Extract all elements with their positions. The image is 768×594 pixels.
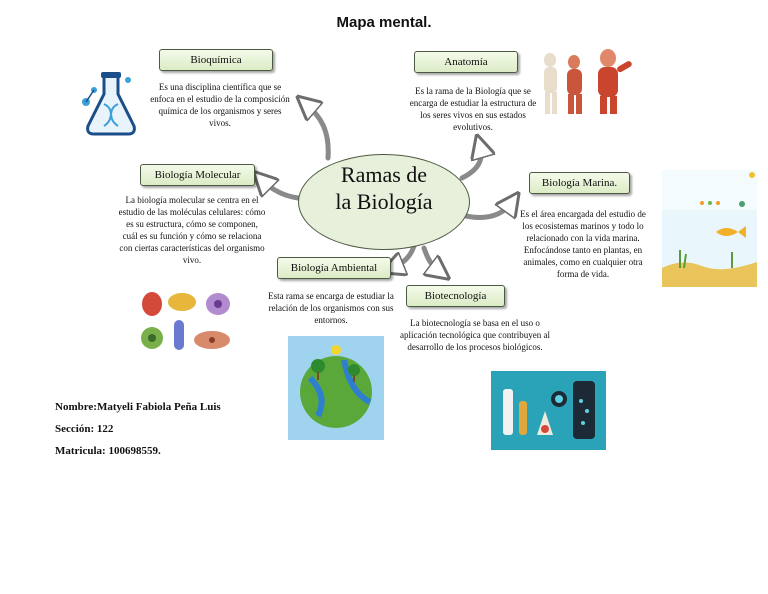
desc-biotecnologia: La biotecnología se basa en el uso o apl… — [400, 318, 550, 352]
arrow-to-bioquimica — [306, 104, 331, 161]
branch-bioquimica: Bioquímica — [159, 49, 273, 71]
desc-bioquimica: Es una disciplina científica que se enfo… — [150, 82, 290, 128]
arrow-to-biotecnologia — [421, 245, 440, 272]
branch-molecular: Biología Molecular — [140, 164, 255, 186]
branch-ambiental: Biología Ambiental — [277, 257, 391, 279]
desc-molecular: La biología molecular se centra en el es… — [118, 195, 266, 265]
arrow-to-anatomia — [459, 146, 481, 181]
biotech-lab-image — [491, 371, 606, 450]
center-node: Ramas de la Biología — [298, 154, 470, 250]
branch-biotecnologia: Biotecnología — [406, 285, 505, 307]
page-title: Mapa mental. — [336, 14, 432, 31]
branch-marina: Biología Marina. — [529, 172, 630, 194]
desc-ambiental: Esta rama se encarga de estudiar la rela… — [268, 291, 394, 325]
arrow-to-molecular — [262, 180, 301, 201]
student-id: Matricula: 100698559. — [55, 445, 161, 457]
cells-image — [141, 292, 230, 350]
student-section: Sección: 122 — [55, 423, 114, 435]
flask-icon — [82, 72, 136, 136]
desc-marina: Es el área encargada del estudio de los … — [520, 209, 646, 279]
anatomy-figures-image — [544, 49, 632, 114]
marine-ecosystem-image — [662, 170, 757, 287]
branch-anatomia: Anatomía — [414, 51, 518, 73]
arrow-to-marina — [463, 202, 512, 220]
student-name: Nombre:Matyeli Fabiola Peña Luis — [55, 401, 221, 413]
desc-anatomia: Es la rama de la Biología que se encarga… — [409, 86, 537, 132]
arrow-to-ambiental — [392, 243, 417, 268]
ecology-planet-image — [288, 336, 384, 440]
